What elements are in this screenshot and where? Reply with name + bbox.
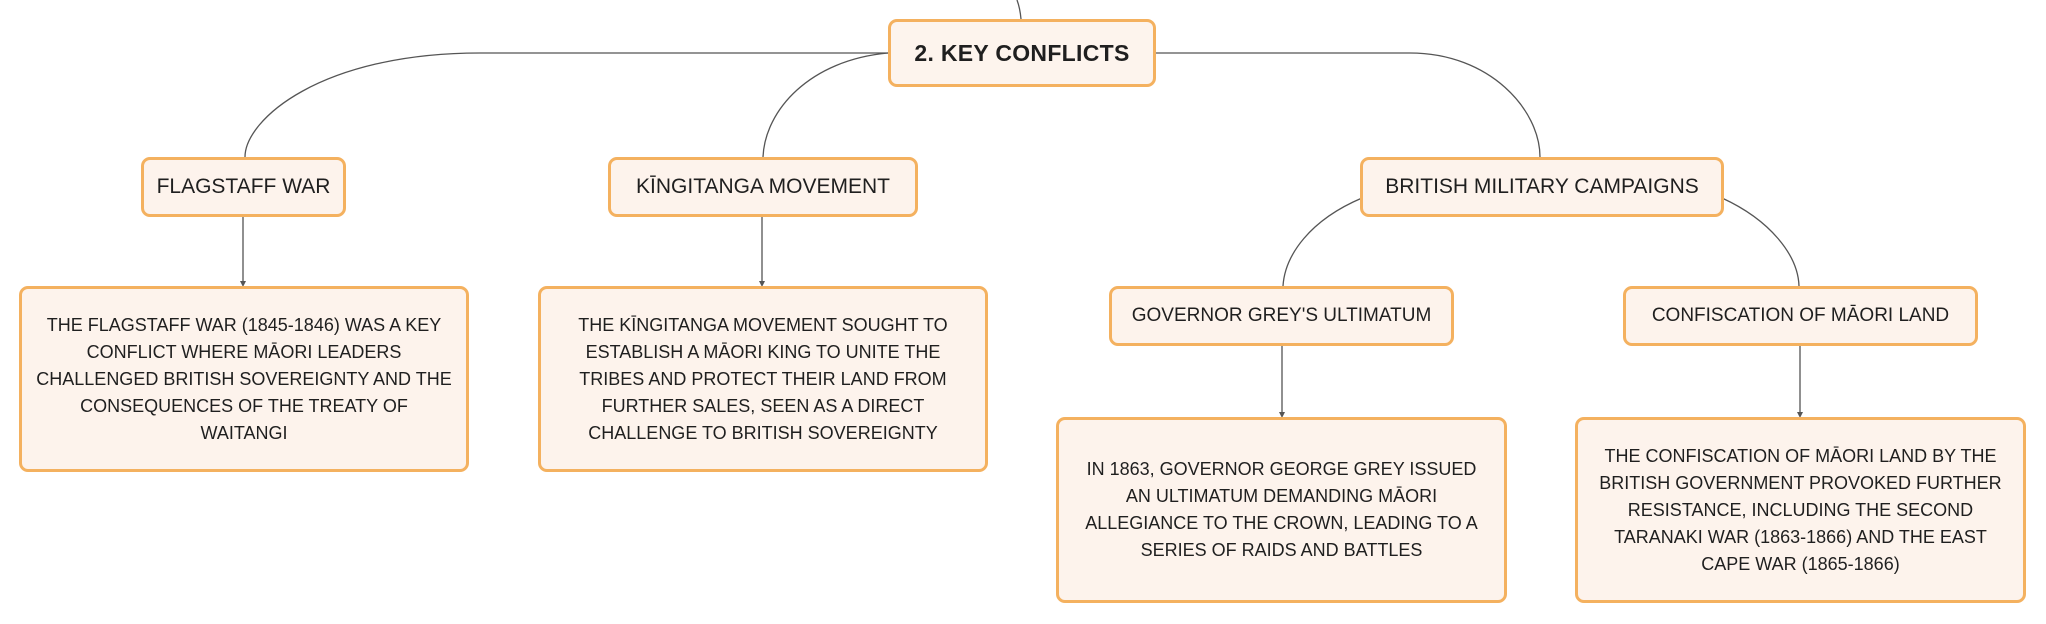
arrowhead	[1279, 412, 1285, 418]
arrowhead	[240, 281, 246, 287]
british-military-campaigns-label: BRITISH MILITARY CAMPAIGNS	[1385, 175, 1699, 198]
kingitanga-movement-detail-node[interactable]: THE KĪNGITANGA MOVEMENT SOUGHT TO ESTABL…	[538, 286, 988, 472]
arrowhead	[759, 281, 765, 287]
governor-grey-ultimatum-node[interactable]: GOVERNOR GREY'S ULTIMATUM	[1109, 286, 1454, 346]
link-campaigns-to-confiscation	[1721, 197, 1800, 287]
link-parent-to-root	[1016, 0, 1022, 20]
flagstaff-war-detail-text: THE FLAGSTAFF WAR (1845-1846) WAS A KEY …	[36, 314, 452, 443]
governor-grey-ultimatum-label: GOVERNOR GREY'S ULTIMATUM	[1131, 305, 1432, 326]
flagstaff-war-label: FLAGSTAFF WAR	[156, 175, 331, 198]
flagstaff-war-node[interactable]: FLAGSTAFF WAR	[141, 157, 346, 217]
confiscation-of-maori-land-detail-text: THE CONFISCATION OF MĀORI LAND BY THE BR…	[1599, 445, 2002, 574]
confiscation-of-maori-land-label: CONFISCATION OF MĀORI LAND	[1651, 305, 1950, 326]
confiscation-of-maori-land-detail-node[interactable]: THE CONFISCATION OF MĀORI LAND BY THE BR…	[1575, 417, 2026, 603]
confiscation-of-maori-land-node[interactable]: CONFISCATION OF MĀORI LAND	[1623, 286, 1978, 346]
governor-grey-ultimatum-detail-text: IN 1863, GOVERNOR GEORGE GREY ISSUED AN …	[1085, 459, 1478, 560]
governor-grey-ultimatum-detail-node[interactable]: IN 1863, GOVERNOR GEORGE GREY ISSUED AN …	[1056, 417, 1507, 603]
flagstaff-war-detail-node[interactable]: THE FLAGSTAFF WAR (1845-1846) WAS A KEY …	[19, 286, 469, 472]
british-military-campaigns-node[interactable]: BRITISH MILITARY CAMPAIGNS	[1360, 157, 1724, 217]
link-root-to-flagstaff	[244, 52, 888, 158]
root-label: 2. KEY CONFLICTS	[914, 39, 1130, 66]
kingitanga-movement-node[interactable]: KĪNGITANGA MOVEMENT	[608, 157, 918, 217]
kingitanga-movement-label: KĪNGITANGA MOVEMENT	[636, 175, 890, 198]
link-root-to-kingitanga	[762, 52, 889, 158]
link-root-to-campaigns	[1156, 52, 1541, 158]
kingitanga-movement-detail-text: THE KĪNGITANGA MOVEMENT SOUGHT TO ESTABL…	[578, 314, 948, 443]
arrowhead	[1797, 412, 1803, 418]
link-campaigns-to-ultimatum	[1282, 197, 1363, 287]
root-node[interactable]: 2. KEY CONFLICTS	[888, 19, 1156, 87]
